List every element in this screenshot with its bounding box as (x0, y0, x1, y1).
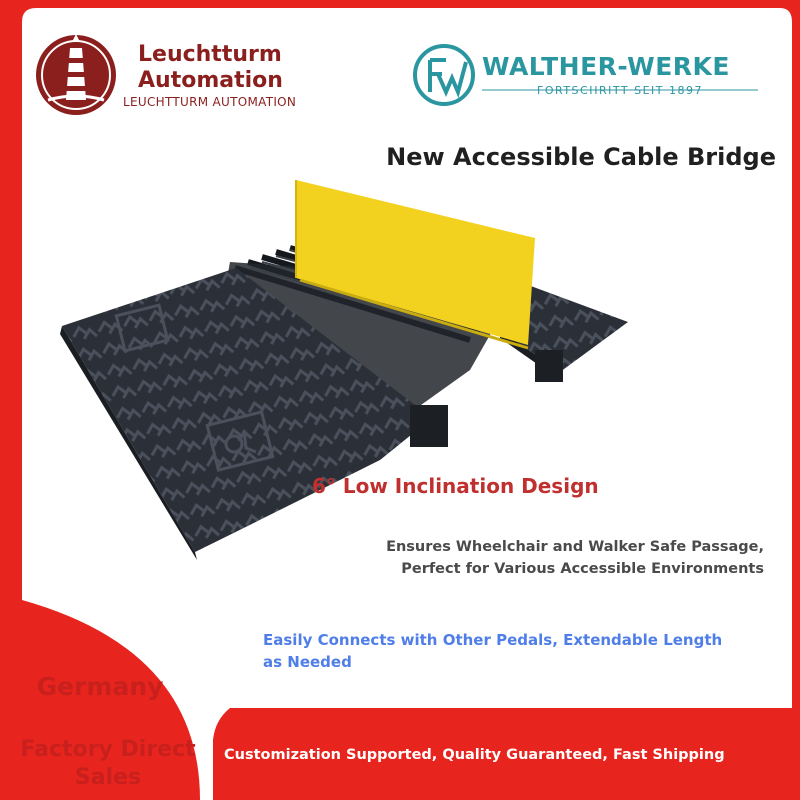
extendable-note-line1: Easily Connects with Other Pedals, Exten… (263, 631, 723, 649)
factory-direct-label: Factory Direct Sales (8, 736, 208, 792)
feature-description: Ensures Wheelchair and Walker Safe Passa… (324, 536, 764, 580)
feature-description-line2: Perfect for Various Accessible Environme… (401, 561, 764, 577)
factory-direct-line1: Factory Direct (20, 737, 196, 762)
lighthouse-icon (36, 34, 116, 115)
brand-name-line1: Leuchtturm (138, 42, 282, 67)
extendable-note: Easily Connects with Other Pedals, Exten… (263, 629, 773, 673)
partner-brand-name: WALTHER-WERKE (482, 52, 731, 81)
fw-monogram-icon (413, 44, 475, 106)
feature-description-line1: Ensures Wheelchair and Walker Safe Passa… (386, 539, 764, 555)
factory-direct-line2: Sales (74, 765, 142, 790)
country-label: Germany (36, 672, 164, 701)
brand-name: Leuchtturm Automation (138, 42, 283, 94)
brand-name-line2: Automation (138, 68, 283, 93)
partner-brand-tagline: FORTSCHRITT SEIT 1897 (537, 84, 703, 97)
feature-headline: 6° Low Inclination Design (312, 474, 599, 498)
footer-tagline: Customization Supported, Quality Guarant… (224, 747, 725, 763)
extendable-note-line2: as Needed (263, 653, 352, 671)
brand-tagline: LEUCHTTURM AUTOMATION (123, 95, 297, 109)
cable-bridge-ramp-image (60, 180, 628, 560)
product-title: New Accessible Cable Bridge (386, 143, 776, 171)
